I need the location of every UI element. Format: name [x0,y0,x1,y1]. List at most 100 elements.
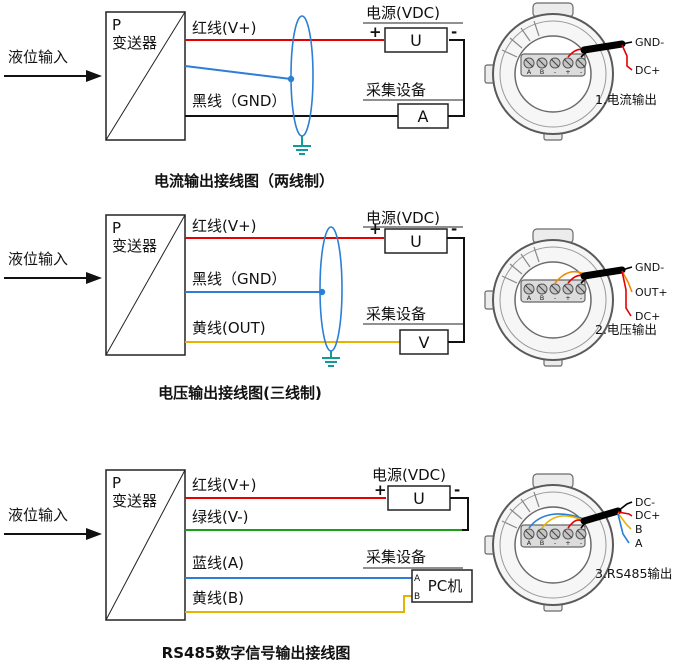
blue-wire-label: 蓝线(A) [192,554,244,572]
transmitter-name: 变送器 [112,34,157,52]
head-fan-detail [501,491,540,529]
stub-wire-yellow [617,512,632,530]
terminal-label: A [527,68,532,76]
yellow-wire [185,595,412,613]
section-caption: 电压输出接线图(三线制) [158,384,322,402]
stub-wire-black [621,41,633,45]
yellow-wire-label: 黄线(OUT) [192,319,266,337]
terminal-label: + [565,539,570,547]
input-arrow-head-icon [86,528,102,540]
collector-unit-box [397,103,449,129]
head-mid-ring [499,246,607,354]
device-caption: 1.电流输出 [595,92,657,107]
power-unit: U [410,232,422,251]
stub-label: DC- [635,496,655,509]
stub-label: OUT+ [635,286,668,299]
output-cable [580,40,626,54]
collector-unit: A [418,107,429,126]
return-wire [448,39,465,117]
input-arrow-head-icon [86,70,102,82]
terminal-label: + [565,294,570,302]
red-wire-label: 红线(V+) [192,19,257,37]
input-label: 液位输入 [8,48,68,66]
input-label: 液位输入 [8,250,68,268]
collector-unit: V [419,333,430,352]
transmitter-p: P [112,16,121,34]
internal-blue-wire [528,513,585,529]
plus-sign: + [374,481,387,499]
black-wire-label: 黑线（GND） [192,92,286,110]
terminal-screws [523,57,587,69]
collector-label: 采集设备 [366,548,426,566]
input-label: 液位输入 [8,506,68,524]
power-label: 电源(VDC) [372,466,446,484]
terminal-label: - [554,539,557,547]
stub-wire-blue [617,513,630,544]
transmitter-name: 变送器 [112,237,157,255]
terminal-label: B [540,68,544,76]
internal-yellow-wire [541,515,585,529]
minus-sign: - [451,23,457,41]
collector-label: 采集设备 [366,305,426,323]
stub-label: B [635,523,643,536]
terminal-screws [523,283,587,295]
terminal-label: B [540,539,544,547]
stub-label: GND- [635,261,664,274]
collector-unit-box [411,569,473,603]
transmitter-head-illustration-3: A B - + - DC- DC+ B A 3.RS485输出 [484,473,672,612]
red-wire-label: 红线(V+) [192,476,257,494]
black-wire-label: 黑线（GND） [192,270,286,288]
terminal-label: A [527,294,532,302]
stub-wire-red [621,270,632,317]
terminal-label: - [554,294,557,302]
green-wire-label: 绿线(V-) [192,508,249,526]
pc-port-b: B [414,592,420,602]
head-mid-ring [499,491,607,599]
transmitter-p: P [112,219,121,237]
minus-sign: - [451,220,457,238]
terminal-label: A [527,539,532,547]
plus-sign: + [369,220,382,238]
stub-wire-red [617,511,633,517]
terminal-label: - [580,539,583,547]
pc-port-a: A [414,574,421,584]
stub-wire-orange [621,270,633,293]
power-unit-box [384,228,448,254]
power-unit-box [384,27,448,53]
screw-slots [524,529,586,539]
collector-label: 采集设备 [366,81,426,99]
output-cable [580,507,622,525]
stub-label: GND- [635,36,664,49]
stub-label: DC+ [635,509,660,522]
transmitter-diagonal [105,214,186,356]
junction-dot [287,75,295,83]
cable-shield-ellipse [319,226,343,352]
voltage-output-section: 液位输入 P 变送器 红线(V+) 黑线（GND） 黄线(OUT) 电源(VDC… [4,209,668,402]
stub-wire-black [621,266,633,271]
internal-orange-wire [554,270,585,284]
ground-symbol-icon [293,136,311,155]
plus-sign: + [369,23,382,41]
stub-wire-red [621,44,633,71]
transmitter-diagonal [105,11,186,141]
yellow-wire-label: 黄线(B) [192,589,244,607]
transmitter-head-illustration-1: A B - + - GND- DC+ 1.电流输出 [484,2,664,141]
transmitter-diagonal [105,469,186,621]
terminal-label: B [540,294,544,302]
power-unit: U [413,489,425,508]
section-caption: 电流输出接线图（两线制） [154,172,334,190]
section-caption: RS485数字信号输出接线图 [162,644,351,662]
terminal-label: - [554,68,557,76]
input-arrow-head-icon [86,272,102,284]
transmitter-name: 变送器 [112,492,157,510]
cable-shield-ellipse [290,15,314,137]
minus-sign: - [454,481,460,499]
collector-unit-box [399,329,449,355]
device-caption: 2.电压输出 [595,322,657,337]
head-mid-ring [499,20,607,128]
head-fan-detail [501,20,540,58]
transmitter-head-illustration-2: A B - + - GND- OUT+ DC+ 2.电压输出 [484,228,668,367]
terminal-label: + [565,68,570,76]
transmitter-p: P [112,474,121,492]
